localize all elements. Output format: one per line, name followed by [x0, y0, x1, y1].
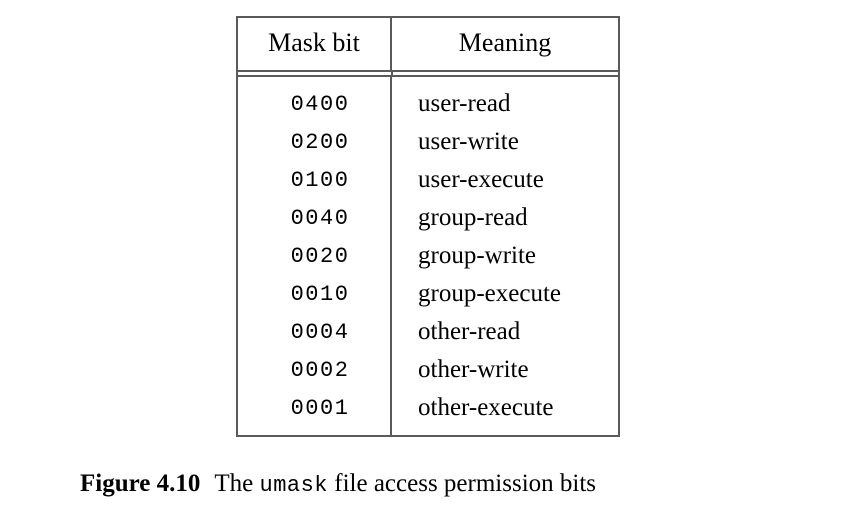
column-divider-segment [391, 70, 393, 77]
cell-mask-bit: 0004 [238, 313, 392, 351]
cell-mask-bit: 0002 [238, 351, 392, 389]
figure-caption-label: Figure 4.10 [80, 470, 201, 497]
table-row: 0200 user-write [238, 123, 618, 161]
header-rule-lower [238, 75, 618, 77]
cell-mask-bit: 0010 [238, 275, 392, 313]
table-row: 0001 other-execute [238, 389, 618, 435]
header-rule-upper [238, 70, 618, 72]
header-double-rule [238, 70, 618, 77]
cell-mask-bit: 0040 [238, 199, 392, 237]
cell-mask-bit: 0400 [238, 77, 392, 123]
cell-mask-bit: 0100 [238, 161, 392, 199]
table-row: 0004 other-read [238, 313, 618, 351]
figure-caption-text-after: file access permission bits [328, 470, 597, 497]
cell-meaning: other-execute [418, 394, 554, 421]
table-row: 0040 group-read [238, 199, 618, 237]
header-row: Mask bit Meaning [238, 18, 618, 70]
cell-mask-bit: 0001 [238, 389, 392, 435]
umask-permission-bits-table: Mask bit Meaning 0400 user-read [236, 16, 620, 437]
cell-meaning: user-write [418, 128, 519, 155]
cell-meaning: other-read [418, 318, 521, 345]
column-header-meaning: Meaning [458, 28, 552, 57]
figure-caption-text-before: The [214, 470, 260, 497]
table-row: 0100 user-execute [238, 161, 618, 199]
cell-meaning: group-execute [418, 280, 561, 307]
header-rule-gap [238, 72, 618, 75]
cell-mask-bit: 0020 [238, 237, 392, 275]
cell-meaning: other-write [418, 356, 529, 383]
table-row: 0020 group-write [238, 237, 618, 275]
cell-meaning: user-execute [418, 166, 544, 193]
table: Mask bit Meaning 0400 user-read [238, 18, 618, 435]
table-row: 0002 other-write [238, 351, 618, 389]
cell-mask-bit: 0200 [238, 123, 392, 161]
header-separator-row [238, 70, 618, 77]
figure-caption: Figure 4.10 The umask file access permiss… [80, 470, 596, 498]
table-header: Mask bit Meaning [238, 18, 618, 70]
cell-meaning: group-read [418, 204, 528, 231]
table-row: 0010 group-execute [238, 275, 618, 313]
table-row: 0400 user-read [238, 77, 618, 123]
column-header-mask-bit: Mask bit [238, 18, 392, 70]
table-body: 0400 user-read 0200 user-write 0100 user… [238, 70, 618, 435]
figure-caption-command-term: umask [259, 473, 329, 498]
cell-meaning: user-read [418, 90, 511, 117]
cell-meaning: group-write [418, 242, 537, 269]
